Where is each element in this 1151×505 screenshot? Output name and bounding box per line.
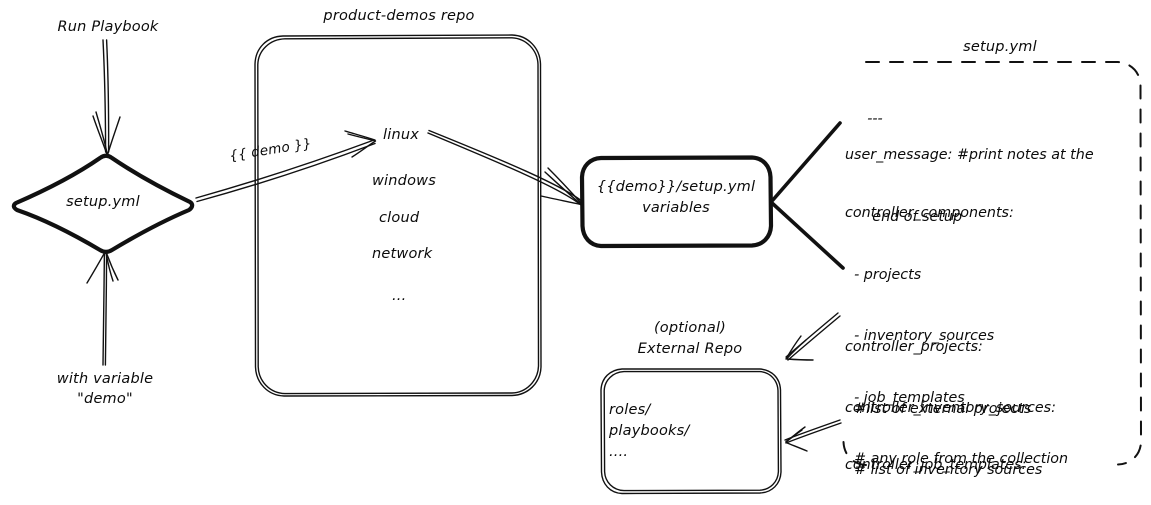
label-with-variable: with variable (56, 371, 154, 387)
setup-yml-block-controller-projects: controller_projects: #list of external p… (845, 296, 1031, 460)
setup-yml-line: controller_projects: (845, 339, 983, 355)
setup-yml-line: user_message: #print notes at the (845, 147, 1094, 163)
setup-yml-line: - job_templates (845, 389, 965, 406)
shape-box-demo-setup-variables (579, 155, 774, 249)
shape-diamond-setup-yml (11, 153, 195, 254)
shape-box-product-demos-repo (254, 34, 542, 397)
setup-yml-line: - projects (845, 266, 922, 283)
setup-yml-block-controller-inventory-sources: controller_inventory_sources: # list of … (845, 357, 1056, 505)
repo-item-network: network (372, 246, 433, 262)
arrow-demo-to-linux (195, 130, 377, 203)
setup-yml-line: # list of inventory sources (845, 461, 1043, 478)
arrow-job-templates-to-external-repo (784, 419, 842, 452)
repo-item-ellipsis: ... (392, 288, 407, 304)
connector-variables-to-setup-yml (770, 121, 845, 270)
arrow-with-variable (86, 251, 119, 366)
setup-yml-line: end of setup (845, 208, 963, 225)
label-setup-yml-title: setup.yml (963, 39, 1037, 55)
setup-yml-line: # any role from the collection (845, 451, 1069, 467)
arrow-linux-to-variables (427, 129, 584, 206)
label-product-demos-repo-title: product-demos repo (323, 8, 475, 24)
setup-yml-line: --- (867, 110, 883, 127)
arrow-run-playbook (92, 39, 121, 155)
repo-item-cloud: cloud (379, 210, 420, 226)
external-repo-item-playbooks: playbooks/ (609, 423, 690, 439)
shape-box-external-repo (600, 368, 782, 495)
repo-item-windows: windows (372, 173, 436, 189)
setup-yml-block-controller-job-templates: controller_job_templates: # list of job … (845, 414, 1026, 505)
setup-yml-line: controller_components: (845, 205, 1014, 221)
label-diamond-setup-yml: setup.yml (66, 194, 140, 210)
setup-yml-line: #list of external projects (845, 400, 1032, 417)
setup-yml-line: controller_inventory_sources: (845, 400, 1056, 416)
setup-yml-block-user-message: user_message: #print notes at the end of… (845, 104, 1094, 268)
external-repo-item-roles: roles/ (609, 402, 651, 418)
setup-yml-block-controller-components: controller_components: - projects - inve… (845, 162, 1068, 505)
setup-yml-line: - inventory_sources (845, 328, 995, 344)
label-vars-box-path: {{demo}}/setup.yml (596, 179, 756, 195)
shape-box-setup-yml-dashed (842, 61, 1142, 466)
label-external-repo-optional: (optional) (653, 320, 727, 336)
repo-item-linux: linux (383, 127, 420, 143)
label-external-repo-title: External Repo (637, 341, 743, 357)
label-run-playbook: Run Playbook (57, 19, 159, 35)
setup-yml-line: controller_job_templates: (845, 457, 1027, 473)
label-vars-box-variables: variables (642, 200, 710, 216)
arrow-projects-to-external-repo (785, 312, 841, 361)
external-repo-item-ellipsis: .... (609, 444, 629, 460)
setup-yml-block-document-start: --- (849, 88, 883, 150)
label-variable-demo-value: "demo" (77, 391, 133, 407)
